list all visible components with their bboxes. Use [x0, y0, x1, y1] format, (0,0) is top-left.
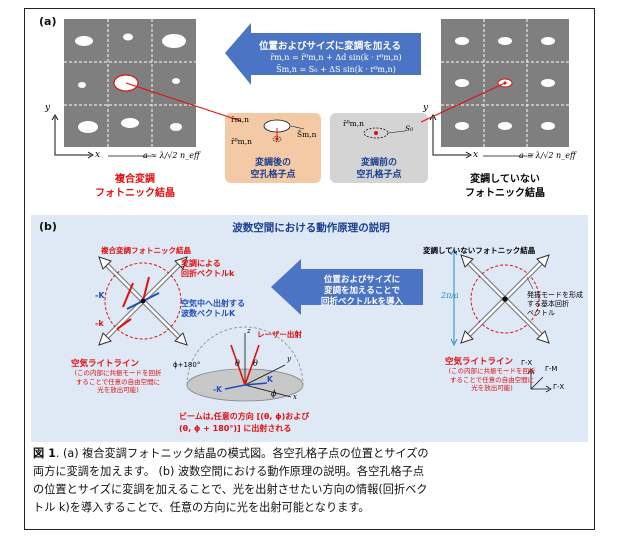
emission-hemisphere — [186, 326, 304, 402]
left-period-label: a ≈ λ/√2 n_eff — [143, 151, 200, 160]
panel-b-label: (b) — [39, 220, 57, 233]
panel-a-label: (a) — [39, 15, 57, 28]
position-equation: r̄m,n = r̄⁰m,n + Δd sin(k · r⁰m,n) — [270, 53, 402, 62]
modulated-s-label: S̄m,n — [297, 130, 317, 139]
modulated-point-box — [225, 113, 321, 183]
air-note-left-2: することで任意の自由空間に — [75, 377, 161, 386]
unmodulated-r0-label: r̄⁰m,n — [343, 119, 364, 128]
modulated-r-label: r̄m,n — [231, 115, 249, 124]
K-label: K — [267, 375, 273, 384]
basic-vector-label: 発振モードを形成 する基本回折 ベクトル — [527, 291, 583, 318]
air-note-right-2: することで任意の自由空間に — [449, 375, 535, 384]
theta-label-2: θ — [253, 359, 258, 368]
two-pi-over-a: 2π/a — [441, 291, 459, 300]
left-axis-y: y — [45, 103, 51, 113]
modulated-lattice — [64, 19, 196, 147]
theta-label-1: θ — [235, 359, 240, 368]
modulated-point-caption-1: 変調後の — [254, 158, 291, 168]
phi-label: ϕ — [271, 389, 277, 398]
modulation-arrow — [225, 23, 421, 85]
gamma-m-label: Γ-M — [545, 365, 558, 373]
air-note-left: (この内部に共振モードを回折 することで任意の自由空間に 光を放出可能) — [57, 369, 179, 395]
right-period-label: a ≅ λ/√2 n_eff — [519, 151, 576, 160]
caption-line-2: 両方に変調を加えます。 (b) 波数空間における動作原理の説明。各空孔格子点 — [33, 465, 425, 478]
modulated-r0-label: r̄⁰m,n — [231, 137, 252, 146]
unmodulated-pc-name-2: フォトニック結晶 — [465, 188, 545, 199]
air-note-right: (この内部に共振モードを回折 することで任意の自由空間に 光を放出可能) — [431, 367, 553, 393]
basic-vector-3: ベクトル — [527, 309, 555, 317]
panel-b-arrow-3: 回折ベクトルkを導入 — [320, 297, 404, 307]
diff-vector-label-2: 回折ベクトルk — [181, 269, 235, 278]
air-light-line-left: 空気ライトライン — [71, 359, 140, 369]
panel-a-graphics — [51, 19, 569, 183]
modulated-point-caption-2: 空孔格子点 — [250, 170, 296, 180]
right-axis-x: x — [473, 150, 479, 160]
caption-fig-label: 図 1 — [33, 447, 56, 460]
panel-b-title: 波数空間における動作原理の説明 — [232, 222, 390, 234]
gamma-axes — [527, 368, 552, 393]
right-kspace — [450, 247, 550, 347]
panel-b-graphics — [98, 247, 552, 402]
gamma-x-label: Γ-X — [521, 359, 533, 367]
air-light-line-right: 空気ライトライン — [445, 357, 514, 367]
panel-b-arrow-2: 変調を加えることで — [324, 286, 400, 296]
free-space-label-1: 空気中へ出射する — [181, 299, 245, 308]
figure-frame: (a) — [24, 8, 595, 530]
panel-b: (b) 波数空間における動作原理の説明 — [31, 215, 588, 442]
left-kspace-title: 複合変調フォトニック結晶 — [101, 246, 191, 255]
modulation-arrow-title: 位置およびサイズに変調を加える — [259, 41, 401, 52]
y-axis-label: y — [287, 355, 291, 363]
basic-vector-1: 発振モードを形成 — [527, 291, 583, 299]
beam-direction-2: (θ, ϕ + 180°)] に出射される — [179, 424, 292, 433]
left-kspace — [98, 256, 188, 346]
unmodulated-point-caption-2: 空孔格子点 — [356, 170, 402, 180]
right-kspace-title: 変調していないフォトニック結晶 — [423, 246, 536, 255]
neg-K-hemisphere-label: -K — [213, 385, 222, 394]
size-equation: S̄m,n = S₀ + ΔS sin(k · r⁰m,n) — [276, 65, 396, 74]
air-note-right-1: (この内部に共振モードを回折 — [448, 367, 536, 375]
left-axis-x: x — [95, 150, 101, 160]
neg-K-label: -K — [95, 291, 105, 300]
figure-caption: 図 1. (a) 複合変調フォトニック結晶の模式図。各空孔格子点の位置とサイズの… — [33, 445, 588, 517]
air-note-left-1: (この内部に共振モードを回折 — [74, 369, 162, 377]
air-note-left-3: 光を放出可能) — [97, 386, 139, 394]
unmodulated-point-caption-1: 変調前の — [360, 158, 397, 168]
air-note-right-3: 光を放出可能) — [471, 384, 513, 392]
caption-line-1: 図 1. (a) 複合変調フォトニック結晶の模式図。各空孔格子点の位置とサイズの — [33, 445, 588, 463]
neg-k-label: -k — [95, 319, 104, 328]
caption-line-1-text: . (a) 複合変調フォトニック結晶の模式図。各空孔格子点の位置とサイズの — [55, 447, 429, 460]
z-axis-label: z — [247, 327, 251, 335]
basic-vector-2: する基本回折 — [527, 300, 569, 308]
panel-b-arrow-1: 位置およびサイズに — [323, 275, 401, 285]
phi-180-label: ϕ+180° — [173, 361, 201, 369]
modulated-pc-name-1: 複合変調 — [115, 174, 155, 185]
modulated-pc-name-2: フォトニック結晶 — [95, 188, 175, 199]
unmodulated-pc-name-1: 変調していない — [470, 174, 540, 185]
gamma-x2-label: Γ-X — [553, 383, 565, 391]
x-axis-label: x — [293, 393, 297, 401]
caption-line-3: の位置とサイズに変調を加えることで、光を出射させたい方向の情報(回折ベク — [33, 483, 428, 496]
beam-direction-1: ビームは,任意の方向 [(θ, ϕ)および — [179, 412, 310, 421]
unmodulated-s0-label: S₀ — [405, 124, 414, 133]
modulation-arrow-b — [271, 259, 423, 315]
caption-line-4: トル k)を導入することで、任意の方向に光を出射可能となります。 — [33, 501, 370, 514]
right-axis-y: y — [423, 103, 429, 113]
laser-out-label: レーザー出射 — [257, 330, 302, 339]
unmodulated-point-box — [330, 113, 428, 183]
diff-vector-label-1: 変調による — [181, 259, 221, 268]
free-space-label-2: 波数ベクトルK — [181, 309, 236, 318]
